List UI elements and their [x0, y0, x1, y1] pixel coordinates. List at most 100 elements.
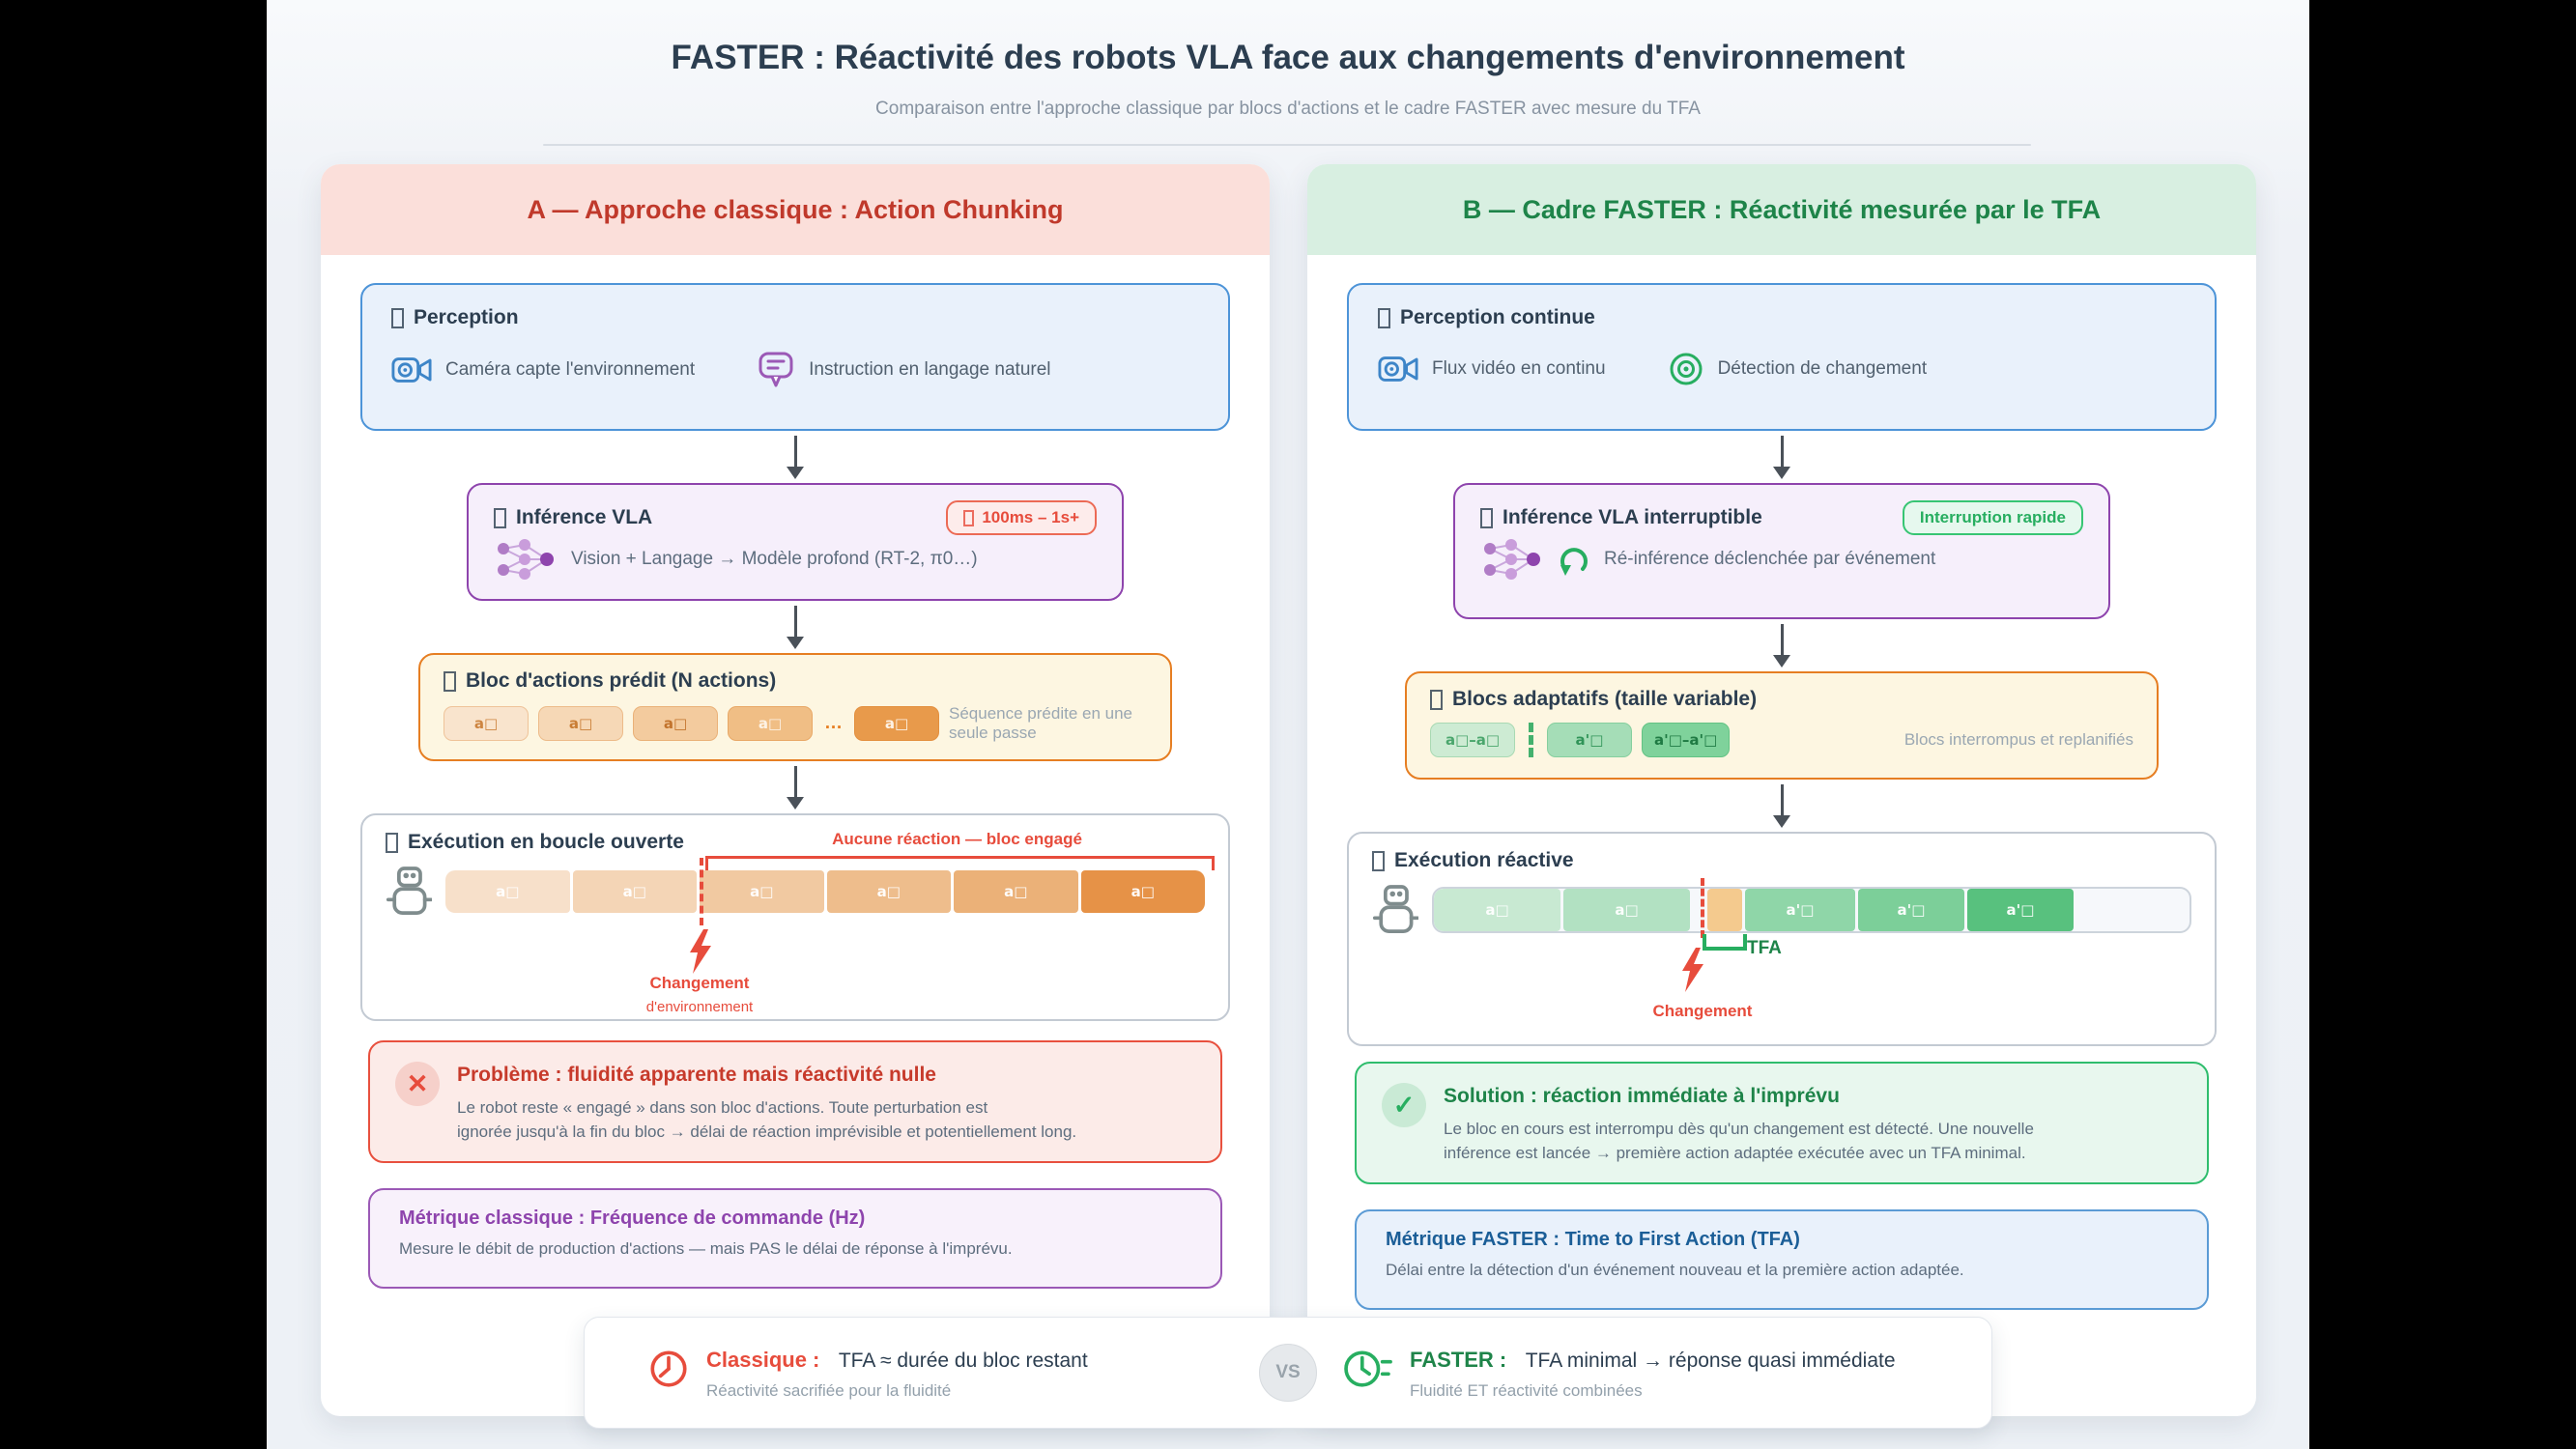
action-segment: a□	[1563, 889, 1690, 931]
action-segment: a□	[445, 870, 570, 913]
problem-body-line1: Le robot reste « engagé » dans son bloc …	[457, 1098, 988, 1117]
action-chips-row: a□ a□ a□ a□ … a□ Séquence prédite en une…	[444, 704, 1147, 743]
neural-network-icon	[498, 539, 554, 580]
adaptive-blocks-caption: Blocs interrompus et replanifiés	[1903, 730, 2133, 749]
action-chip: a□	[538, 706, 623, 741]
classic-metric-body: Mesure le débit de production d'actions …	[399, 1239, 1013, 1259]
action-segment: a□	[826, 870, 951, 913]
lightning-bolt-icon	[690, 929, 711, 974]
camera-label: Caméra capte l'environnement	[445, 359, 696, 380]
panel-classic-header: A — Approche classique : Action Chunking	[321, 164, 1270, 255]
action-segment: a'□	[1745, 889, 1855, 931]
execution-title: Exécution en boucle ouverte	[408, 831, 684, 853]
change-label: Changement	[649, 974, 750, 992]
interrupt-dashed-separator	[1529, 723, 1533, 757]
action-segment: a□	[700, 870, 824, 913]
flow-arrow	[793, 766, 797, 798]
solution-body-line2: inférence est lancée → première action a…	[1444, 1143, 2026, 1162]
video-stream-label: Flux vidéo en continu	[1432, 358, 1606, 379]
tfa-label: TFA	[1747, 938, 1782, 958]
interruptible-inference-box: Inférence VLA interruptible Interruption…	[1453, 483, 2110, 619]
perception-content: Caméra capte l'environnement Instruction…	[391, 351, 1199, 389]
reactive-sequence-track: a□ a□ a'□ a'□ a'□	[1432, 887, 2191, 933]
interruptible-inference-body-row: Ré-inférence déclenchée par événement	[1480, 539, 2083, 580]
adaptive-chip: a□–a□	[1430, 723, 1515, 757]
adaptive-blocks-box: Blocs adaptatifs (taille variable) a□–a□…	[1405, 671, 2159, 780]
classic-summary: Classique : TFA ≈ durée du bloc restant …	[585, 1346, 1240, 1401]
re-inference-refresh-icon	[1560, 548, 1588, 576]
change-label: Changement	[1652, 1002, 1753, 1020]
camera-icon	[391, 357, 432, 383]
faster-summary-text: FASTER : TFA minimal → réponse quasi imm…	[1410, 1346, 1896, 1401]
change-dashed-line	[700, 858, 703, 925]
faster-metric-title: Métrique FASTER : Time to First Action (…	[1386, 1229, 1800, 1251]
missing-glyph-icon	[386, 832, 398, 853]
title-divider	[543, 144, 2031, 146]
flow-arrow	[793, 606, 797, 638]
classic-summary-text: Classique : TFA ≈ durée du bloc restant …	[706, 1346, 1088, 1401]
latency-badge-label: 100ms – 1s+	[982, 508, 1079, 526]
faster-metric-body: Délai entre la détection d'un événement …	[1386, 1261, 1964, 1280]
panel-classic-body: Perception Caméra capte l'environnement	[321, 255, 1270, 1290]
camera-icon	[1378, 356, 1418, 382]
missing-glyph-icon	[1378, 307, 1390, 328]
chips-ellipsis: …	[824, 713, 844, 733]
adaptive-chip: a'□	[1547, 723, 1632, 757]
flow-arrow	[1780, 624, 1784, 656]
action-segment: a'□	[1967, 889, 2074, 931]
reactive-execution-title: Exécution réactive	[1394, 849, 1574, 871]
change-detection-label: Détection de changement	[1717, 358, 1928, 379]
missing-glyph-icon	[963, 509, 975, 526]
comparison-bar: Classique : TFA ≈ durée du bloc restant …	[584, 1317, 1992, 1429]
inference-body: Vision + Langage → Modèle profond (RT-2,…	[571, 549, 978, 569]
perception-continuous-title-row: Perception continue	[1378, 306, 2186, 329]
perception-continuous-box: Perception continue Flux vidéo en contin…	[1347, 283, 2217, 431]
perception-continuous-content: Flux vidéo en continu Détection de chang…	[1378, 351, 2186, 387]
inference-title-row: Inférence VLA	[494, 506, 652, 529]
fast-interrupt-badge: Interruption rapide	[1902, 500, 2083, 535]
adaptive-blocks-title-row: Blocs adaptatifs (taille variable)	[1430, 688, 2133, 711]
flow-arrow	[1780, 436, 1784, 468]
tfa-window-segment	[1707, 889, 1742, 931]
engaged-bracket	[705, 856, 1215, 870]
action-block-title: Bloc d'actions prédit (N actions)	[466, 669, 777, 692]
check-icon: ✓	[1382, 1083, 1426, 1127]
vs-badge: VS	[1259, 1344, 1317, 1402]
inference-head: Inférence VLA 100ms – 1s+	[494, 500, 1097, 535]
perception-title-row: Perception	[391, 306, 1199, 329]
flow-arrow	[793, 436, 797, 468]
panel-faster: B — Cadre FASTER : Réactivité mesurée pa…	[1307, 164, 2256, 1416]
reactive-execution-title-row: Exécution réactive	[1372, 849, 2191, 872]
action-chip: a□	[728, 706, 813, 741]
missing-glyph-icon	[1430, 689, 1443, 710]
action-segment: a□	[1080, 870, 1205, 913]
action-sequence-track: a□ a□ a□ a□ a□ a□	[445, 870, 1205, 913]
panel-faster-body: Perception continue Flux vidéo en contin…	[1307, 255, 2256, 1311]
faster-summary-line: FASTER : TFA minimal → réponse quasi imm…	[1410, 1348, 1896, 1373]
camera-item: Caméra capte l'environnement	[391, 355, 695, 384]
instruction-item: Instruction en langage naturel	[757, 351, 1051, 389]
problem-box: ✕ Problème : fluidité apparente mais réa…	[368, 1040, 1222, 1164]
action-block-title-row: Bloc d'actions prédit (N actions)	[444, 669, 1147, 693]
execution-track-row: a□ a□ a□ a□ a□ a□	[386, 866, 1205, 918]
neural-network-icon	[1484, 539, 1540, 580]
no-reaction-label: Aucune réaction — bloc engagé	[832, 830, 1082, 848]
adaptive-chips-row: a□–a□ a'□ a'□–a'□ Blocs interrompus et r…	[1430, 723, 2133, 757]
page-title: FASTER : Réactivité des robots VLA face …	[671, 39, 1905, 76]
missing-glyph-icon	[1480, 507, 1493, 528]
execution-title-row: Exécution en boucle ouverte	[386, 831, 1205, 854]
change-sublabel: d'environnement	[645, 999, 754, 1015]
problem-title: Problème : fluidité apparente mais réact…	[457, 1064, 936, 1086]
missing-glyph-icon	[444, 670, 456, 692]
action-chip: a□	[633, 706, 718, 741]
panel-classic: A — Approche classique : Action Chunking…	[321, 164, 1270, 1416]
problem-text: Problème : fluidité apparente mais réact…	[457, 1060, 1076, 1144]
interruptible-inference-title: Inférence VLA interruptible	[1503, 506, 1762, 528]
execution-box: Exécution en boucle ouverte Aucune réact…	[360, 813, 1230, 1021]
page-subtitle: Comparaison entre l'approche classique p…	[875, 99, 1701, 119]
inference-box: Inférence VLA 100ms – 1s+	[467, 483, 1124, 601]
faster-value: TFA minimal → réponse quasi immédiate	[1525, 1349, 1896, 1372]
faster-subtext: Fluidité ET réactivité combinées	[1410, 1380, 1643, 1400]
change-detection-item: Détection de changement	[1668, 351, 1928, 387]
classic-subtext: Réactivité sacrifiée pour la fluidité	[706, 1380, 952, 1400]
